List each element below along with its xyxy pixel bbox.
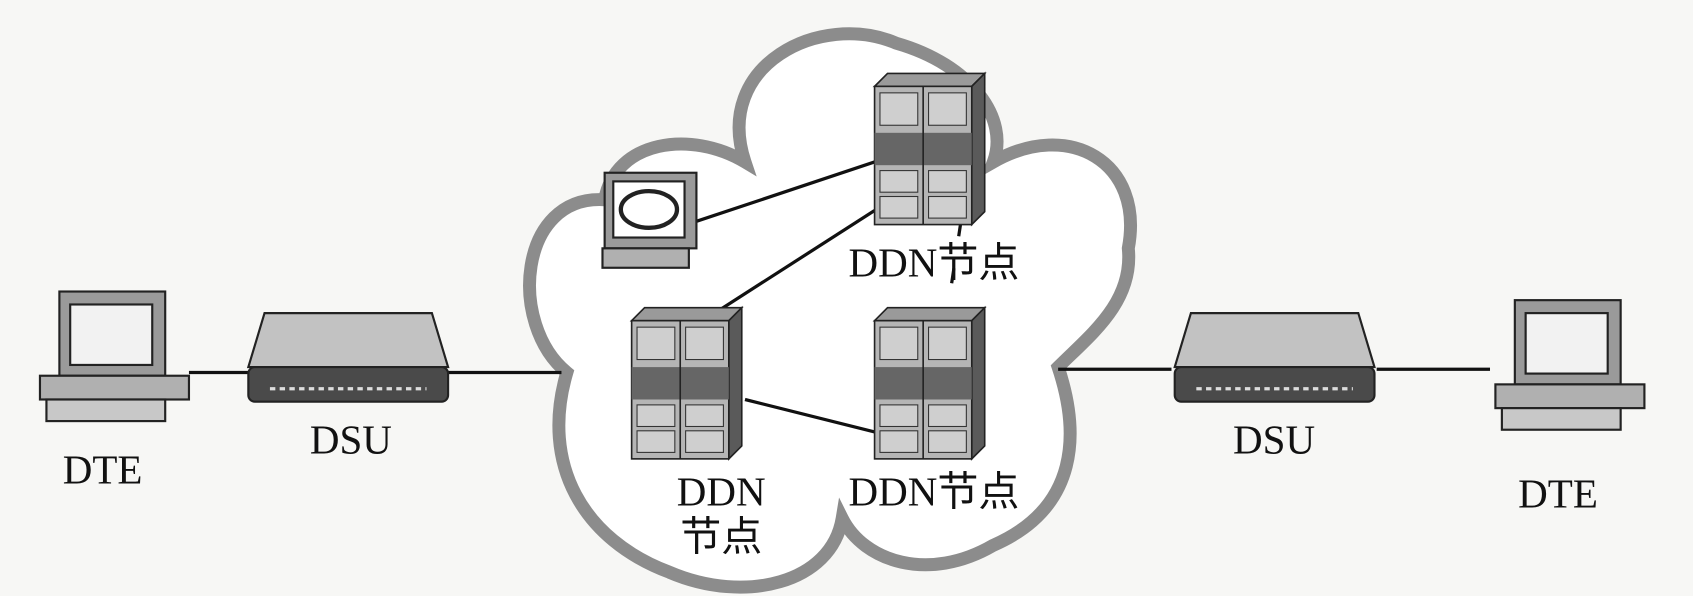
node-bottom-left-label-line1: DDN (677, 468, 766, 514)
dte-right-label: DTE (1518, 470, 1598, 516)
node-bottom-right-label: DDN节点 (849, 468, 1020, 514)
dsu-left-label: DSU (310, 416, 392, 462)
node-top-label: DDN节点 (849, 239, 1020, 285)
dte-right-computer-icon (1494, 299, 1646, 431)
node-bottom-left-label-line2: 节点 (680, 514, 762, 560)
ddn-node-top-icon (873, 72, 986, 226)
dte-left-computer-icon (38, 290, 191, 423)
management-terminal-icon (601, 171, 698, 269)
ddn-node-bottom-right-icon (873, 306, 986, 460)
dsu-right-label: DSU (1233, 416, 1315, 462)
dsu-right-icon (1173, 311, 1377, 404)
dte-left-label: DTE (63, 447, 143, 493)
ddn-node-bottom-left-icon (630, 306, 743, 460)
network-links (188, 160, 1491, 434)
ddn-network-cloud (523, 27, 1137, 594)
dsu-left-icon (246, 311, 450, 404)
